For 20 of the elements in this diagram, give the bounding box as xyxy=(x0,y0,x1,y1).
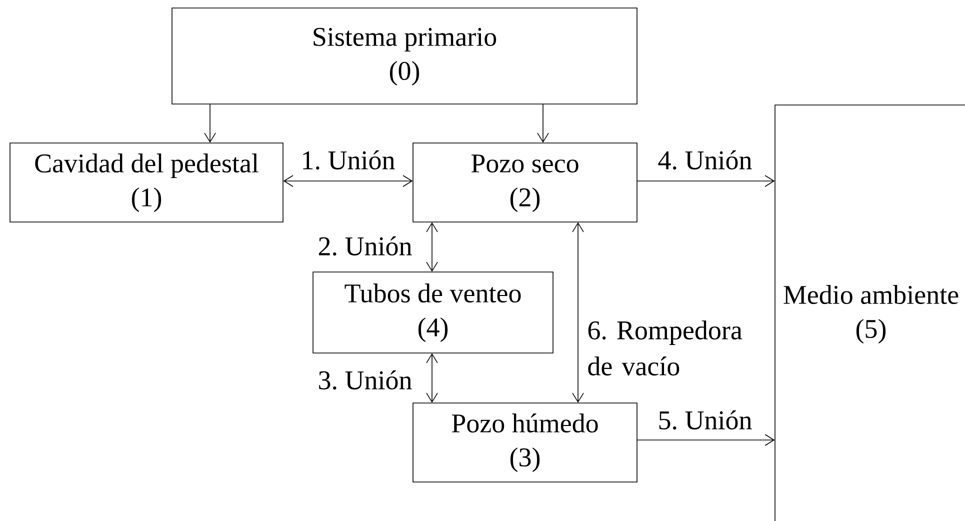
edge-label: 2. Unión xyxy=(318,236,412,256)
edge-label: 3. Unión xyxy=(319,370,412,390)
process-box: Sistema primario (0) xyxy=(172,8,638,104)
arrow xyxy=(537,104,549,143)
process-box: Tubos de venteo (4) xyxy=(312,272,554,354)
edge-label: 1. Unión xyxy=(303,150,395,170)
arrow xyxy=(426,353,438,403)
edge-label: 6. Rompedora de vacío xyxy=(588,320,742,376)
arrow xyxy=(572,222,584,403)
process-box: Pozo seco (2) xyxy=(412,142,638,222)
edge-label: 4. Unión xyxy=(658,150,752,170)
edge-label: 5. Unión xyxy=(659,410,752,430)
process-box: Cavidad del pedestal (1) xyxy=(10,142,284,222)
arrow xyxy=(204,104,216,143)
arrow xyxy=(283,175,413,187)
process-box: Pozo húmedo (3) xyxy=(412,402,638,482)
arrow xyxy=(636,434,775,446)
arrow xyxy=(636,175,775,187)
process-box: Medio ambiente (5) xyxy=(774,104,965,521)
arrow xyxy=(426,222,438,272)
